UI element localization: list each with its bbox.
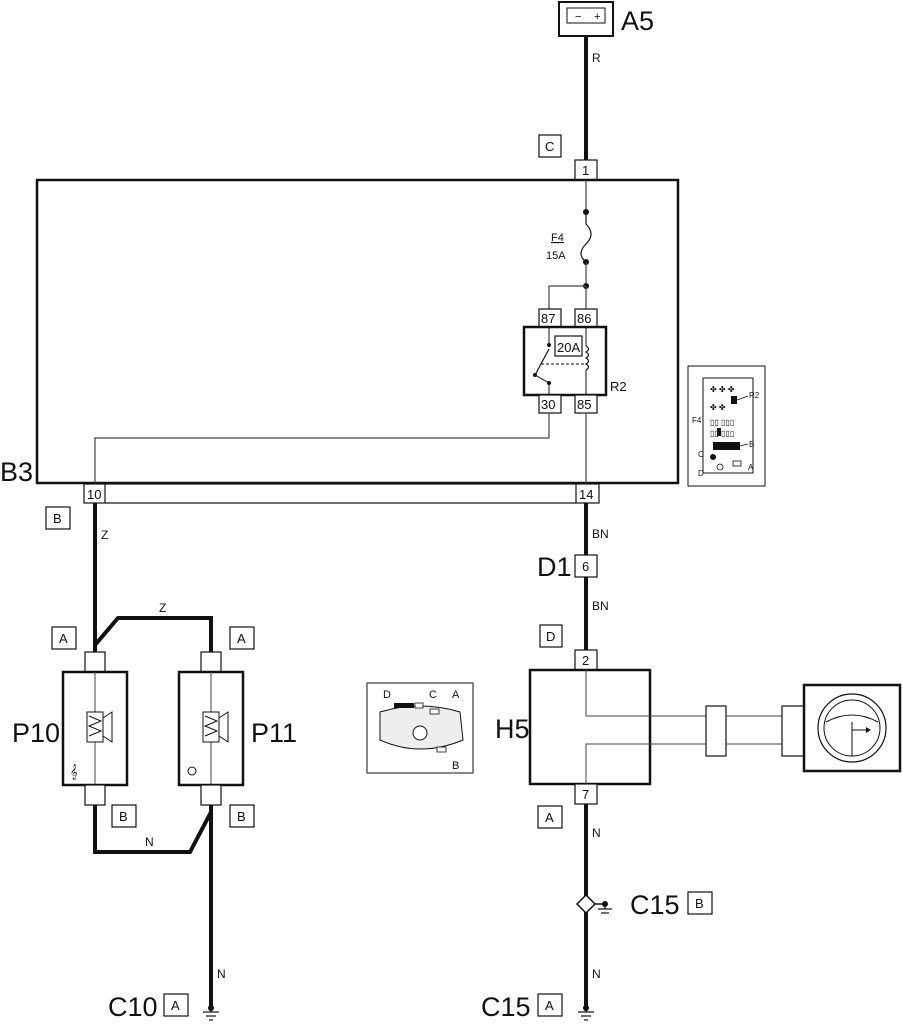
inset-r2: R2 — [749, 391, 760, 400]
connector-b-p10: B — [119, 809, 128, 824]
connector-a-c10: A — [171, 998, 180, 1013]
inset-f4: F4 — [692, 416, 702, 425]
ground-c15-mid — [575, 893, 612, 915]
fusebox-location-inset: ✤ ✤ ✤ ✤ ✤ R2 F4 ▯▯ ▯▯▯ ▯▯ ▯▯▯ B C D A — [687, 365, 766, 487]
connector-b-left: B — [53, 511, 62, 526]
pin-1: 1 — [582, 163, 589, 178]
horn-switch-h5 — [528, 668, 902, 786]
wire-horn-bridge — [93, 616, 213, 652]
label-r2: R2 — [610, 379, 627, 394]
wire-code-z2: Z — [159, 601, 166, 615]
label-c15-bottom: C15 — [481, 992, 531, 1022]
relay-pin-85: 85 — [577, 397, 591, 412]
label-b3: B3 — [0, 457, 33, 487]
wire-code-r: R — [592, 51, 601, 65]
connector-b-p11: B — [237, 809, 246, 824]
relay-pin-30: 30 — [541, 397, 555, 412]
battery-minus: − — [575, 11, 581, 23]
connector-a-p10: A — [59, 631, 68, 646]
pin-14: 14 — [579, 487, 593, 502]
fuse-rating: 15A — [546, 250, 566, 262]
dashboard-location-inset: D C A B — [366, 682, 474, 774]
pin-7: 7 — [582, 787, 589, 802]
wire-code-bn2: BN — [592, 599, 609, 613]
svg-text:✤ ✤ ✤: ✤ ✤ ✤ — [710, 385, 735, 394]
inset2-b: B — [452, 760, 459, 772]
label-c15-mid: C15 — [630, 890, 680, 920]
battery-a5: − + A5 — [558, 1, 654, 37]
connector-c: C — [545, 139, 554, 154]
label-p10: P10 — [12, 718, 60, 748]
inset-c: C — [698, 450, 704, 459]
b3-box — [35, 178, 680, 485]
inset-b: B — [749, 440, 754, 449]
inset-d: D — [698, 469, 704, 478]
wire-code-n1: N — [145, 835, 154, 849]
label-c10: C10 — [108, 992, 158, 1022]
wire-code-z1: Z — [101, 528, 108, 542]
inset2-d: D — [383, 689, 391, 701]
relay-pin-86: 86 — [577, 311, 591, 326]
fuse-f4-symbol — [580, 212, 592, 263]
fuse-name: F4 — [551, 232, 564, 244]
connector-a-p11: A — [237, 631, 246, 646]
relay-rating: 20A — [557, 340, 580, 355]
horn-p10: 𝄞 — [61, 651, 129, 806]
connector-a-h5: A — [545, 810, 554, 825]
connector-b-c15: B — [695, 896, 704, 911]
label-a5: A5 — [621, 6, 654, 36]
horn-p11 — [177, 651, 245, 806]
svg-text:✤ ✤: ✤ ✤ — [710, 403, 726, 412]
b3-output-strip — [83, 483, 600, 504]
svg-text:▯▯ ▯▯▯: ▯▯ ▯▯▯ — [710, 429, 734, 438]
connector-a-c15: A — [545, 998, 554, 1013]
pin-2: 2 — [582, 653, 589, 668]
relay-pin-87: 87 — [541, 311, 555, 326]
connector-d: D — [546, 629, 555, 644]
wire-horn-return — [93, 805, 213, 854]
battery-plus: + — [594, 11, 600, 23]
connector-c-box — [538, 134, 562, 158]
inset2-a: A — [452, 689, 460, 701]
label-h5: H5 — [495, 714, 530, 744]
wire-code-bn1: BN — [592, 527, 609, 541]
wire-code-n3: N — [592, 826, 601, 840]
label-p11: P11 — [251, 718, 297, 748]
wire-code-n4: N — [592, 967, 601, 981]
inset2-c: C — [429, 689, 437, 701]
pin-10: 10 — [87, 487, 101, 502]
pin-6: 6 — [582, 559, 589, 574]
svg-text:▯▯ ▯▯▯: ▯▯ ▯▯▯ — [710, 418, 734, 427]
svg-text:𝄞: 𝄞 — [70, 764, 78, 780]
inset-a: A — [748, 463, 754, 472]
wire-code-n2: N — [217, 967, 226, 981]
label-d1: D1 — [537, 552, 572, 582]
